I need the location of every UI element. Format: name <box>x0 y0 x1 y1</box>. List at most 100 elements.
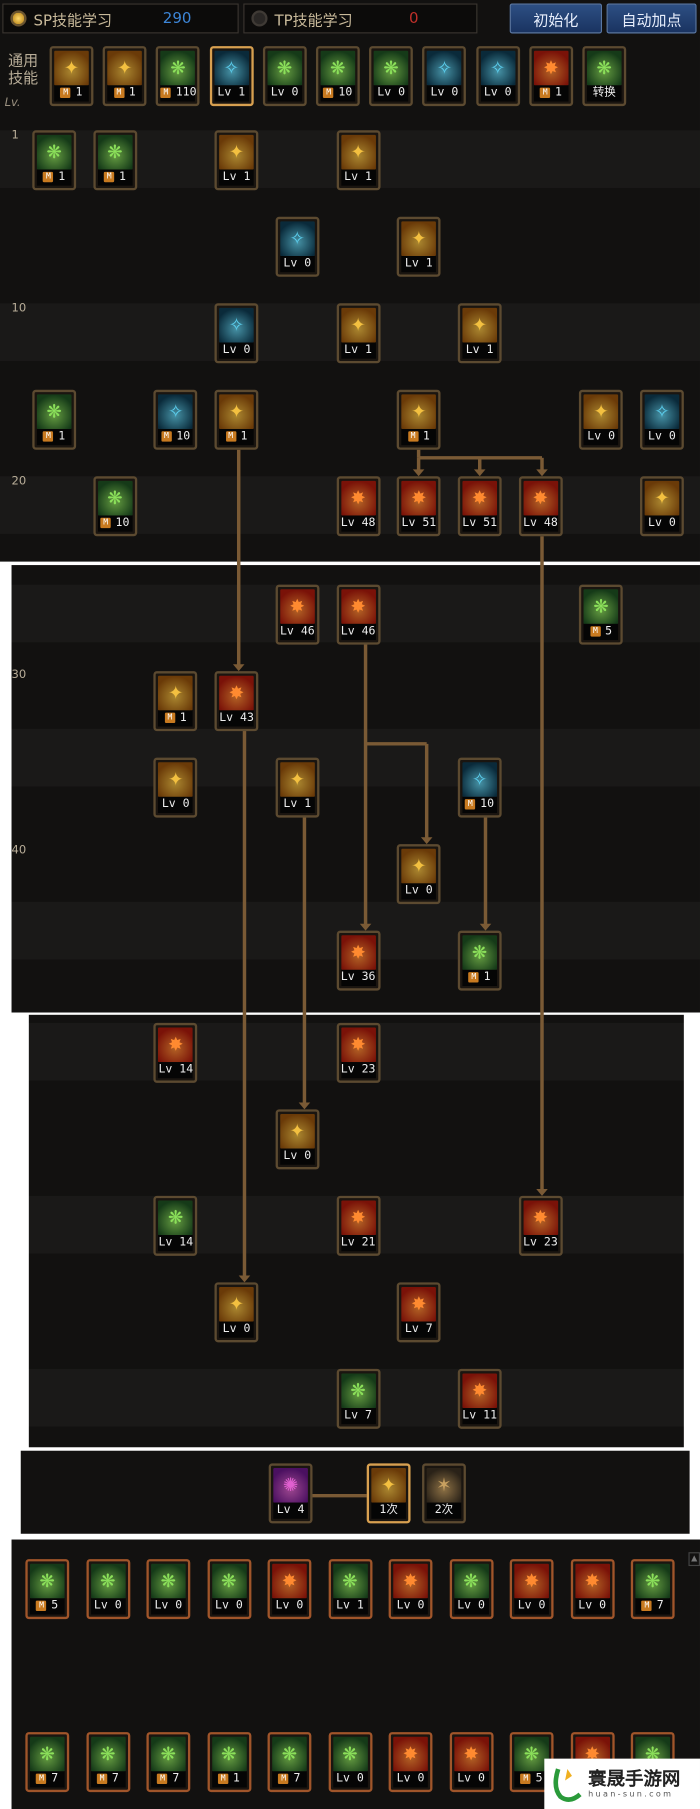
awakening-skill[interactable]: ✺Lv 4 <box>268 1463 313 1524</box>
skill-icon: ❋ <box>29 1563 65 1599</box>
tree-skill[interactable]: ✸Lv 7 <box>396 1282 441 1343</box>
general-skill[interactable]: ✧Lv 0 <box>475 46 520 107</box>
tree-skill[interactable]: ✦Lv 0 <box>275 1109 320 1170</box>
tree-skill[interactable]: ✧Lv 0 <box>640 389 684 450</box>
general-skill[interactable]: ❋Lv 0 <box>262 46 307 107</box>
awakening-skill[interactable]: ✦1次 <box>366 1463 411 1524</box>
tree-skill[interactable]: ✦Lv 1 <box>457 303 502 364</box>
tree-skill[interactable]: ✸Lv 21 <box>336 1195 380 1256</box>
ex-skill[interactable]: ❋Lv 0 <box>146 1559 191 1620</box>
awakening-skill[interactable]: ✶2次 <box>422 1463 466 1524</box>
skill-glyph-icon: ✸ <box>532 486 549 509</box>
ex-skill[interactable]: ✸Lv 0 <box>509 1559 554 1620</box>
tree-skill[interactable]: ✦Lv 0 <box>214 1282 259 1343</box>
reset-button[interactable]: 初始化 <box>509 3 602 34</box>
ex-skill[interactable]: ❋Lv 0 <box>449 1559 493 1620</box>
skill-glyph-icon: ❋ <box>342 1742 358 1765</box>
ex-skill[interactable]: ❋Lv 0 <box>328 1732 372 1793</box>
tree-skill[interactable]: ✸Lv 23 <box>518 1195 563 1256</box>
tree-skill[interactable]: ❋Lv 14 <box>153 1195 198 1256</box>
tree-skill[interactable]: ✸Lv 36 <box>336 930 380 991</box>
sp-skill-tab[interactable]: SP技能学习 290 <box>2 3 239 34</box>
tree-skill[interactable]: ✦Lv 0 <box>396 844 441 905</box>
skill-glyph-icon: ✸ <box>350 486 366 509</box>
skill-icon: ❋ <box>453 1563 489 1599</box>
tree-skill[interactable]: ✧Lv 0 <box>275 216 320 277</box>
tree-skill[interactable]: ✸Lv 46 <box>275 584 320 645</box>
ex-skill[interactable]: ✸Lv 0 <box>570 1559 615 1620</box>
ex-skill[interactable]: ✸Lv 0 <box>449 1732 493 1793</box>
tree-skill[interactable]: ✧Lv 0 <box>214 303 259 364</box>
skill-glyph-icon: ✦ <box>411 400 427 423</box>
general-skill[interactable]: ✧Lv 1 <box>209 46 254 107</box>
tree-skill[interactable]: ✸Lv 14 <box>153 1022 198 1083</box>
tree-skill[interactable]: ✦Lv 0 <box>640 476 684 537</box>
tree-skill[interactable]: ✦Lv 1 <box>336 303 380 364</box>
tree-skill[interactable]: ✸Lv 23 <box>336 1022 380 1083</box>
general-skill[interactable]: ❋转换 <box>582 46 627 107</box>
tree-skill[interactable]: ✸ Lv 48 <box>518 476 563 537</box>
skill-level-value: Lv 0 <box>404 884 433 898</box>
tree-skill[interactable]: ✦Lv 1 <box>275 757 320 818</box>
skill-level-value: Lv 1 <box>222 170 251 184</box>
skill-level: Lv 0 <box>151 1598 186 1615</box>
tree-skill[interactable]: ✸Lv 51 <box>457 476 502 537</box>
tree-skill[interactable]: ✦Lv 1 <box>214 130 259 191</box>
auto-allocate-button[interactable]: 自动加点 <box>606 3 697 34</box>
skill-level-value: 7 <box>111 1772 119 1786</box>
tree-skill[interactable]: ✦Lv 1 <box>396 216 441 277</box>
mastery-badge-icon: M <box>520 1773 532 1785</box>
tree-skill[interactable]: ✸Lv 11 <box>457 1368 502 1429</box>
tree-skill[interactable]: ✦Lv 0 <box>153 757 198 818</box>
general-skill[interactable]: ❋Lv 0 <box>369 46 414 107</box>
tree-skill[interactable]: ✸Lv 51 <box>396 476 441 537</box>
general-skill[interactable]: ✧Lv 0 <box>422 46 467 107</box>
sp-radio-icon[interactable] <box>10 10 27 27</box>
ex-skill[interactable]: ❋Lv 0 <box>85 1559 130 1620</box>
tree-skill[interactable]: ✸Lv 43 <box>214 671 259 732</box>
skill-glyph-icon: ✸ <box>350 941 366 963</box>
ex-skill[interactable]: ✸Lv 0 <box>267 1559 312 1620</box>
tree-skill[interactable]: ✸Lv 46 <box>336 584 380 645</box>
skill-glyph-icon: ✸ <box>463 1742 479 1765</box>
tree-skill[interactable]: ✸Lv 48 <box>336 476 380 537</box>
ex-skill[interactable]: ❋Lv 0 <box>206 1559 251 1620</box>
mastery-badge-icon: M <box>157 1773 168 1785</box>
ex-skill[interactable]: ✸Lv 0 <box>388 1732 433 1793</box>
ex-skill[interactable]: ❋Lv 1 <box>328 1559 372 1620</box>
skill-level-value: 1 <box>58 430 66 443</box>
tree-skill[interactable]: ✦Lv 1 <box>336 130 380 191</box>
tree-skill[interactable]: ❋Lv 7 <box>336 1368 380 1429</box>
skill-level: Lv 48 <box>523 515 558 532</box>
scroll-up-button[interactable]: ▲ <box>688 1552 700 1567</box>
tree-skill[interactable]: ✦Lv 0 <box>579 389 624 450</box>
skill-icon: ✸ <box>533 50 569 86</box>
tp-radio-icon[interactable] <box>251 10 268 27</box>
ex-skill[interactable]: ✸Lv 0 <box>388 1559 433 1620</box>
tp-skill-tab[interactable]: TP技能学习 0 <box>243 3 478 34</box>
